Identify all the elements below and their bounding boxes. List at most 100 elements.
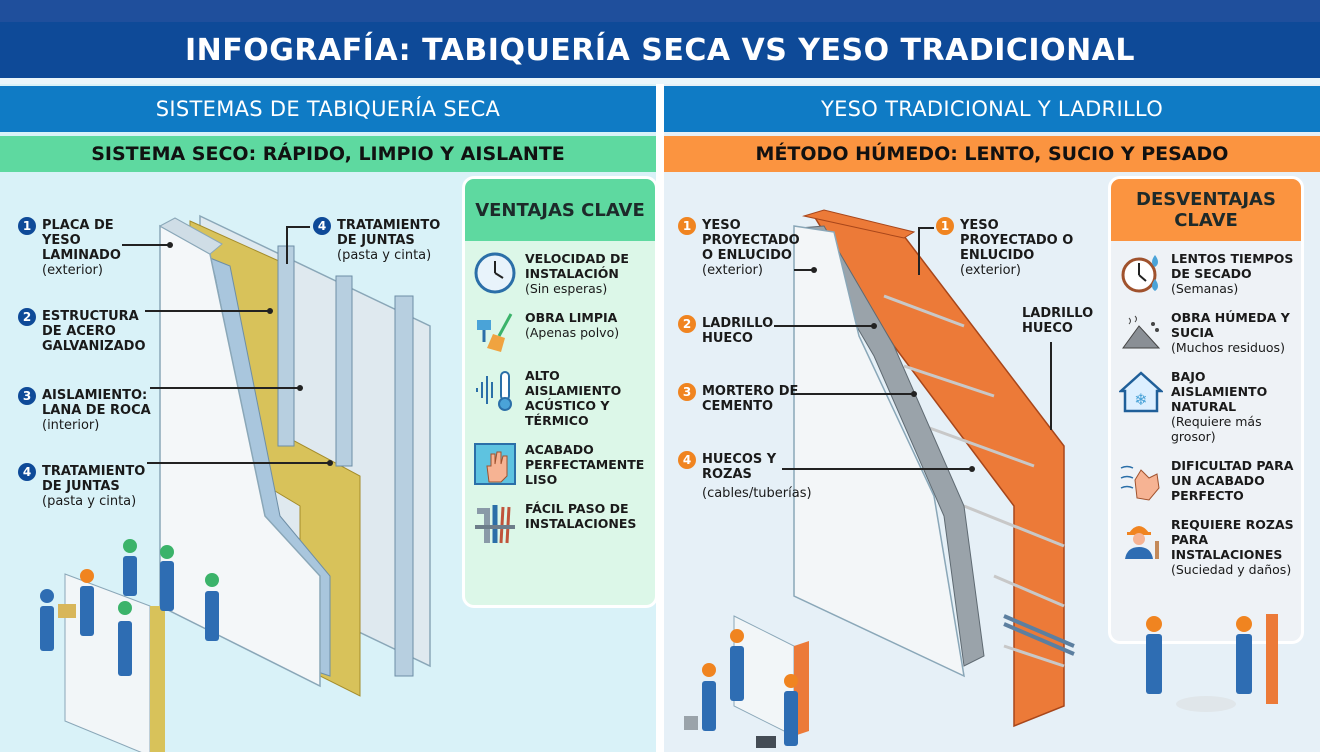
- advantage-title: VELOCIDAD DE INSTALACIÓN: [525, 251, 629, 281]
- top-strip: [0, 0, 1320, 22]
- leader-line: [1050, 342, 1052, 430]
- callout-title: MORTERO DE CEMENTO: [702, 384, 799, 414]
- advantage-item: VELOCIDAD DE INSTALACIÓN(Sin esperas): [473, 251, 651, 296]
- disadvantage-note: (Muchos residuos): [1171, 340, 1285, 355]
- cold-house-icon: ❄: [1119, 369, 1163, 413]
- leader-line: [147, 459, 333, 466]
- advantage-item: ACABADO PERFECTAMENTE LISO: [473, 442, 651, 487]
- disadvantage-title: LENTOS TIEMPOS DE SECADO: [1171, 251, 1294, 281]
- leader-line: [796, 390, 917, 397]
- callout-title: PLACA DE YESO LAMINADO: [42, 218, 121, 263]
- callout-number: 3: [18, 387, 36, 405]
- thermometer-sound-icon: [473, 368, 517, 412]
- label-hollow-brick: LADRILLO HUECO: [1022, 306, 1094, 336]
- disadvantage-title: DIFICULTAD PARA UN ACABADO PERFECTO: [1171, 458, 1294, 503]
- callout-rock-wool: 3 AISLAMIENTO: LANA DE ROCA(interior): [18, 387, 167, 433]
- advantage-item: OBRA LIMPIA(Apenas polvo): [473, 310, 651, 354]
- divider: [0, 78, 1320, 84]
- callout-title: TRATAMIENTO DE JUNTAS: [42, 464, 146, 494]
- disadvantage-item: LENTOS TIEMPOS DE SECADO(Semanas): [1119, 251, 1297, 296]
- disadvantage-title: BAJO AISLAMIENTO NATURAL: [1171, 369, 1268, 414]
- brick-wall-illustration: [684, 209, 1075, 748]
- hand-smooth-icon: [473, 442, 517, 486]
- callout-note: (cables/tuberías): [702, 486, 812, 501]
- svg-text:❄: ❄: [1134, 390, 1147, 409]
- drywall-diagram: 1 PLACA DE YESO LAMINADO(exterior) 2 EST…: [0, 176, 656, 752]
- callout-joint-treatment-top: 4 TRATAMIENTO DE JUNTAS(pasta y cinta): [313, 217, 447, 263]
- dry-wall-section: SISTEMAS DE TABIQUERÍA SECA SISTEMA SECO…: [0, 84, 658, 752]
- callout-note: (interior): [42, 418, 100, 433]
- advantage-title: ALTO AISLAMIENTO ACÚSTICO Y TÉRMICO: [525, 368, 622, 428]
- callout-title: TRATAMIENTO DE JUNTAS: [337, 218, 441, 248]
- callout-number: 2: [678, 315, 696, 333]
- workers-chasing-illustration: [1146, 614, 1278, 712]
- leader-line: [150, 384, 303, 391]
- callout-title: LADRILLO HUECO: [702, 316, 774, 346]
- pipes-icon: [473, 501, 517, 545]
- disadvantage-note: (Semanas): [1171, 281, 1239, 296]
- callout-number: 4: [18, 463, 36, 481]
- callout-joint-treatment: 4 TRATAMIENTO DE JUNTAS(pasta y cinta): [18, 463, 162, 509]
- clock-icon: [473, 251, 517, 295]
- callout-number: 4: [678, 451, 696, 469]
- callout-note: (exterior): [960, 263, 1021, 278]
- leader-line: [918, 227, 920, 275]
- clock-drops-icon: [1119, 251, 1163, 295]
- column-divider: [656, 84, 664, 752]
- traditional-plaster-section: YESO TRADICIONAL Y LADRILLO MÉTODO HÚMED…: [664, 84, 1320, 752]
- callout-note: (exterior): [42, 263, 103, 278]
- leader-line: [794, 266, 817, 273]
- leader-line: [918, 227, 934, 229]
- leader-line: [122, 241, 173, 248]
- callout-note: (pasta y cinta): [42, 494, 137, 509]
- drywall-illustration: [40, 214, 431, 752]
- callout-number: 3: [678, 383, 696, 401]
- brick-wall-diagram: 1 YESO PROYECTADO O ENLUCIDO(exterior) 2…: [664, 176, 1320, 752]
- disadvantage-item: ❄ BAJO AISLAMIENTO NATURAL(Requiere más …: [1119, 369, 1297, 444]
- leader-line: [286, 226, 288, 264]
- worker-icon: [1119, 517, 1163, 561]
- callout-plasterboard: 1 PLACA DE YESO LAMINADO(exterior): [18, 217, 147, 278]
- advantage-title: FÁCIL PASO DE INSTALACIONES: [525, 501, 637, 531]
- advantage-title: ACABADO PERFECTAMENTE LISO: [525, 442, 645, 487]
- callout-number: 2: [18, 308, 36, 326]
- disadvantage-note: (Suciedad y daños): [1171, 562, 1292, 577]
- subtitle-traditional: MÉTODO HÚMEDO: LENTO, SUCIO Y PESADO: [664, 136, 1320, 172]
- disadvantage-item: OBRA HÚMEDA Y SUCIA(Muchos residuos): [1119, 310, 1297, 355]
- advantages-title: VENTAJAS CLAVE: [465, 179, 655, 241]
- disadvantage-item: DIFICULTAD PARA UN ACABADO PERFECTO: [1119, 458, 1297, 503]
- callout-note: (exterior): [702, 263, 763, 278]
- callout-note: (pasta y cinta): [337, 248, 432, 263]
- callout-number: 1: [678, 217, 696, 235]
- callout-number: 1: [18, 217, 36, 235]
- advantages-panel: VENTAJAS CLAVE VELOCIDAD DE INSTALACIÓN(…: [462, 176, 658, 608]
- disadvantage-note: (Requiere más grosor): [1171, 414, 1262, 444]
- callout-steel-frame: 2 ESTRUCTURA DE ACERO GALVANIZADO: [18, 308, 157, 354]
- brick-label: LADRILLO HUECO: [1022, 306, 1094, 336]
- disadvantage-title: REQUIERE ROZAS PARA INSTALACIONES: [1171, 517, 1294, 562]
- callout-hollow-brick: 2 LADRILLO HUECO: [678, 315, 787, 346]
- leader-line: [774, 322, 877, 329]
- callout-channels: 4 HUECOS Y ROZAS (cables/tuberías): [678, 451, 822, 501]
- page-title: INFOGRAFÍA: TABIQUERÍA SECA VS YESO TRAD…: [184, 32, 1136, 68]
- advantage-note: (Apenas polvo): [525, 325, 620, 340]
- debris-icon: [1119, 310, 1163, 354]
- disadvantage-item: REQUIERE ROZAS PARA INSTALACIONES(Sucied…: [1119, 517, 1297, 577]
- leader-line: [145, 307, 273, 314]
- rough-hand-icon: [1119, 458, 1163, 502]
- title-banner: INFOGRAFÍA: TABIQUERÍA SECA VS YESO TRAD…: [0, 22, 1320, 78]
- disadvantages-panel: DESVENTAJAS CLAVE LENTOS TIEMPOS DE SECA…: [1108, 176, 1304, 644]
- callout-number: 1: [936, 217, 954, 235]
- section-title-dry: SISTEMAS DE TABIQUERÍA SECA: [0, 86, 656, 132]
- callout-title: AISLAMIENTO: LANA DE ROCA: [42, 388, 151, 418]
- advantage-title: OBRA LIMPIA: [525, 310, 618, 325]
- subtitle-dry: SISTEMA SECO: RÁPIDO, LIMPIO Y AISLANTE: [0, 136, 656, 172]
- callout-plaster: 1 YESO PROYECTADO O ENLUCIDO(exterior): [678, 217, 807, 278]
- advantage-item: ALTO AISLAMIENTO ACÚSTICO Y TÉRMICO: [473, 368, 651, 428]
- broom-icon: [473, 310, 517, 354]
- callout-number: 4: [313, 217, 331, 235]
- callout-title: HUECOS Y ROZAS: [702, 452, 777, 482]
- advantage-item: FÁCIL PASO DE INSTALACIONES: [473, 501, 651, 545]
- leader-line: [286, 226, 310, 228]
- leader-line: [782, 465, 975, 472]
